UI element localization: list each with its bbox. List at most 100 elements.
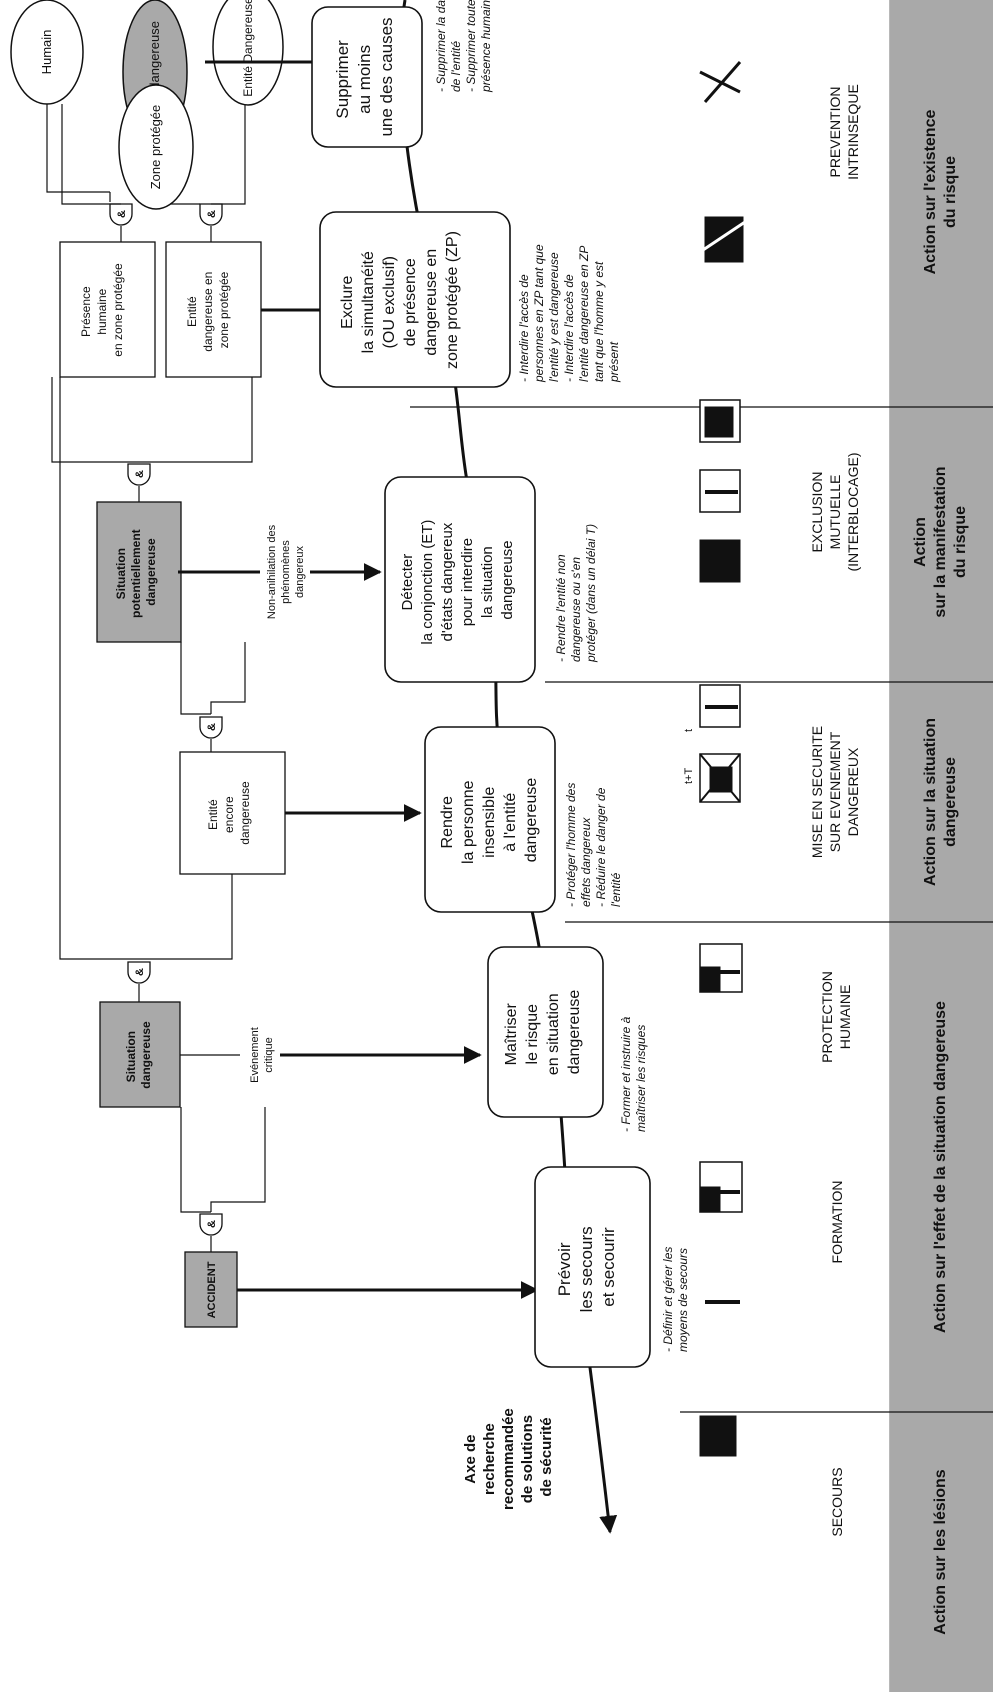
svg-text:Evénement: Evénement: [249, 1027, 261, 1083]
tree-connectors: [180, 642, 246, 752]
svg-text:dangereux: dangereux: [294, 546, 306, 598]
svg-text:présent: présent: [607, 341, 621, 383]
svg-text:l'entité dangereuse en ZP: l'entité dangereuse en ZP: [577, 246, 591, 382]
svg-text:présence humaine: présence humaine: [479, 0, 493, 93]
text-entite-zone: Entité dangereuse en zone protégée: [185, 268, 231, 351]
svg-text:Détecter la conjonction: Détecter la conjonction (ET) d'états dan…: [399, 515, 516, 644]
text-entite-encore: Entité encore dangereuse: [206, 781, 252, 845]
bullets-rendre: - Protéger l'homme des effets dangereux …: [564, 783, 623, 907]
svg-text:critique: critique: [263, 1037, 275, 1072]
svg-text:Maîtriser le risque: Maîtriser le risque en situation dangere…: [503, 989, 583, 1075]
text-evenement-critique: Evénement critique: [249, 1027, 275, 1083]
svg-text:&: &: [206, 210, 218, 218]
axis-caption: Axe de recherche recommandée de solution…: [462, 1404, 555, 1510]
svg-text:&: &: [206, 723, 218, 731]
svg-text:MUTUELLE: MUTUELLE: [827, 475, 843, 550]
svg-text:Action sur l'existence: Action sur l'existence: [922, 110, 939, 275]
svg-text:- Interdire l'accès de: - Interdire l'accès de: [562, 274, 576, 382]
svg-text:SUR EVENEMENT: SUR EVENEMENT: [827, 731, 843, 852]
svg-text:moyens de secours: moyens de secours: [676, 1248, 690, 1352]
and-gate: &: [199, 203, 223, 226]
svg-text:&: &: [206, 1220, 218, 1228]
svg-text:Action sur l'effet de la situa: Action sur l'effet de la situation dange…: [932, 1001, 949, 1333]
svg-text:- Définir et gérer les: - Définir et gérer les: [661, 1247, 675, 1352]
svg-text:dangereuse: dangereuse: [942, 757, 959, 847]
svg-text:Supprimer au moins: Supprimer au moins une des causes: [333, 17, 396, 136]
down-arrows: [178, 53, 539, 1299]
bullets-exclure: - Interdire l'accès de personnes en ZP t…: [517, 244, 621, 383]
text-accident: ACCIDENT: [206, 1261, 218, 1318]
footer-labels: Action sur l'existence du risque Action …: [912, 110, 969, 1635]
and-gate: &: [199, 716, 223, 739]
svg-text:- Supprimer toute: - Supprimer toute: [464, 0, 478, 92]
bullets-detecter: - Rendre l'entité non dangereuse ou s'en…: [554, 524, 598, 663]
action-prevoir: Prévoir les secours et secourir: [534, 1166, 651, 1368]
label-zone-protegee: Zone protégée: [148, 105, 163, 190]
bullets-maitriser: - Former et instruire à maîtriser les ri…: [619, 1016, 648, 1132]
svg-text:l'entité y est dangereuse: l'entité y est dangereuse: [547, 252, 561, 382]
svg-text:dangereuse ou s'en: dangereuse ou s'en: [569, 557, 583, 662]
svg-text:&: &: [134, 968, 146, 976]
tree-connectors: [51, 377, 253, 502]
svg-text:sur la manifestation: sur la manifestation: [932, 466, 949, 617]
text-situation-potentielle: Situation potentiellement dangereuse: [114, 526, 158, 618]
action-maitriser: Maîtriser le risque en situation dangere…: [487, 946, 604, 1118]
svg-text:Action sur les lésions: Action sur les lésions: [932, 1469, 949, 1634]
svg-text:PROTECTION: PROTECTION: [819, 971, 835, 1063]
svg-text:du risque: du risque: [942, 156, 959, 228]
svg-text:protéger (dans un délai T): protéger (dans un délai T): [584, 524, 598, 663]
svg-text:SECOURS: SECOURS: [829, 1467, 845, 1536]
footer-band: [890, 0, 993, 1692]
pictogram-prevention: [699, 61, 746, 263]
svg-text:&: &: [134, 470, 146, 478]
svg-text:DANGEREUX: DANGEREUX: [845, 747, 861, 836]
box-presence-humaine: [59, 241, 156, 378]
svg-text:Action: Action: [912, 517, 929, 567]
tree-connectors: [46, 104, 246, 242]
svg-text:du risque: du risque: [952, 506, 969, 578]
pictogram-secours: [699, 1300, 740, 1457]
action-detecter: Détecter la conjonction (ET) d'états dan…: [384, 476, 536, 683]
footer-separators: [890, 406, 993, 1413]
text-non-annihilation-group: Non-anihilation des phénomènes dangereux: [266, 524, 306, 619]
svg-text:- Réduire le danger de: - Réduire le danger de: [594, 787, 608, 907]
tree-connectors: [59, 377, 233, 1002]
svg-text:- Rendre l'entité non: - Rendre l'entité non: [554, 554, 568, 662]
pictogram-protection: [699, 943, 743, 993]
timing-tT: t+T: [683, 768, 695, 784]
svg-text:Rendre la personne: Rendre la personne insensible à l'entité…: [439, 776, 540, 864]
svg-text:personnes en ZP tant que: personnes en ZP tant que: [532, 244, 546, 383]
action-rendre: Rendre la personne insensible à l'entité…: [424, 726, 556, 913]
svg-text:INTRINSEQUE: INTRINSEQUE: [845, 84, 861, 180]
action-exclure: Exclure la simultanéité (OU exclusif) de…: [319, 211, 511, 388]
svg-text:de l'entité: de l'entité: [449, 41, 463, 92]
bullets-supprimer: - Supprimer la dangerosité de l'entité -…: [434, 0, 493, 93]
svg-text:Prévoir les secours: Prévoir les secours et secourir: [555, 1222, 618, 1313]
and-gate: &: [127, 961, 151, 984]
svg-text:Exclure la simultanéité: Exclure la simultanéité (OU exclusif) de…: [339, 231, 461, 369]
tree-connectors: [180, 1107, 266, 1252]
svg-text:maîtriser les risques: maîtriser les risques: [634, 1025, 648, 1132]
ellipse-zone-protegee: [118, 84, 194, 210]
svg-text:Action sur la situation: Action sur la situation: [922, 718, 939, 886]
timing-t: t: [683, 729, 695, 732]
svg-text:HUMAINE: HUMAINE: [837, 985, 853, 1050]
ellipse-entite-dangereuse: [212, 0, 284, 106]
text-situation-dangereuse: Situation dangereuse: [124, 1021, 153, 1089]
svg-text:&: &: [116, 210, 128, 218]
svg-text:- Supprimer la dangerosité: - Supprimer la dangerosité: [434, 0, 448, 92]
pictogram-mise-securite: [699, 684, 741, 803]
svg-text:l'entité: l'entité: [609, 872, 623, 907]
svg-text:EXCLUSION: EXCLUSION: [809, 472, 825, 553]
svg-text:MISE EN SECURITE: MISE EN SECURITE: [809, 726, 825, 858]
pictogram-exclusion: [699, 399, 741, 583]
svg-text:- Interdire l'accès de: - Interdire l'accès de: [517, 274, 531, 382]
bullets-prevoir: - Définir et gérer les moyens de secours: [661, 1247, 690, 1352]
and-gate: &: [109, 203, 133, 226]
svg-text:tant que l'homme y est: tant que l'homme y est: [592, 261, 606, 382]
svg-text:PREVENTION: PREVENTION: [827, 86, 843, 177]
svg-text:- Protéger l'homme des: - Protéger l'homme des: [564, 783, 578, 907]
svg-text:FORMATION: FORMATION: [829, 1181, 845, 1264]
